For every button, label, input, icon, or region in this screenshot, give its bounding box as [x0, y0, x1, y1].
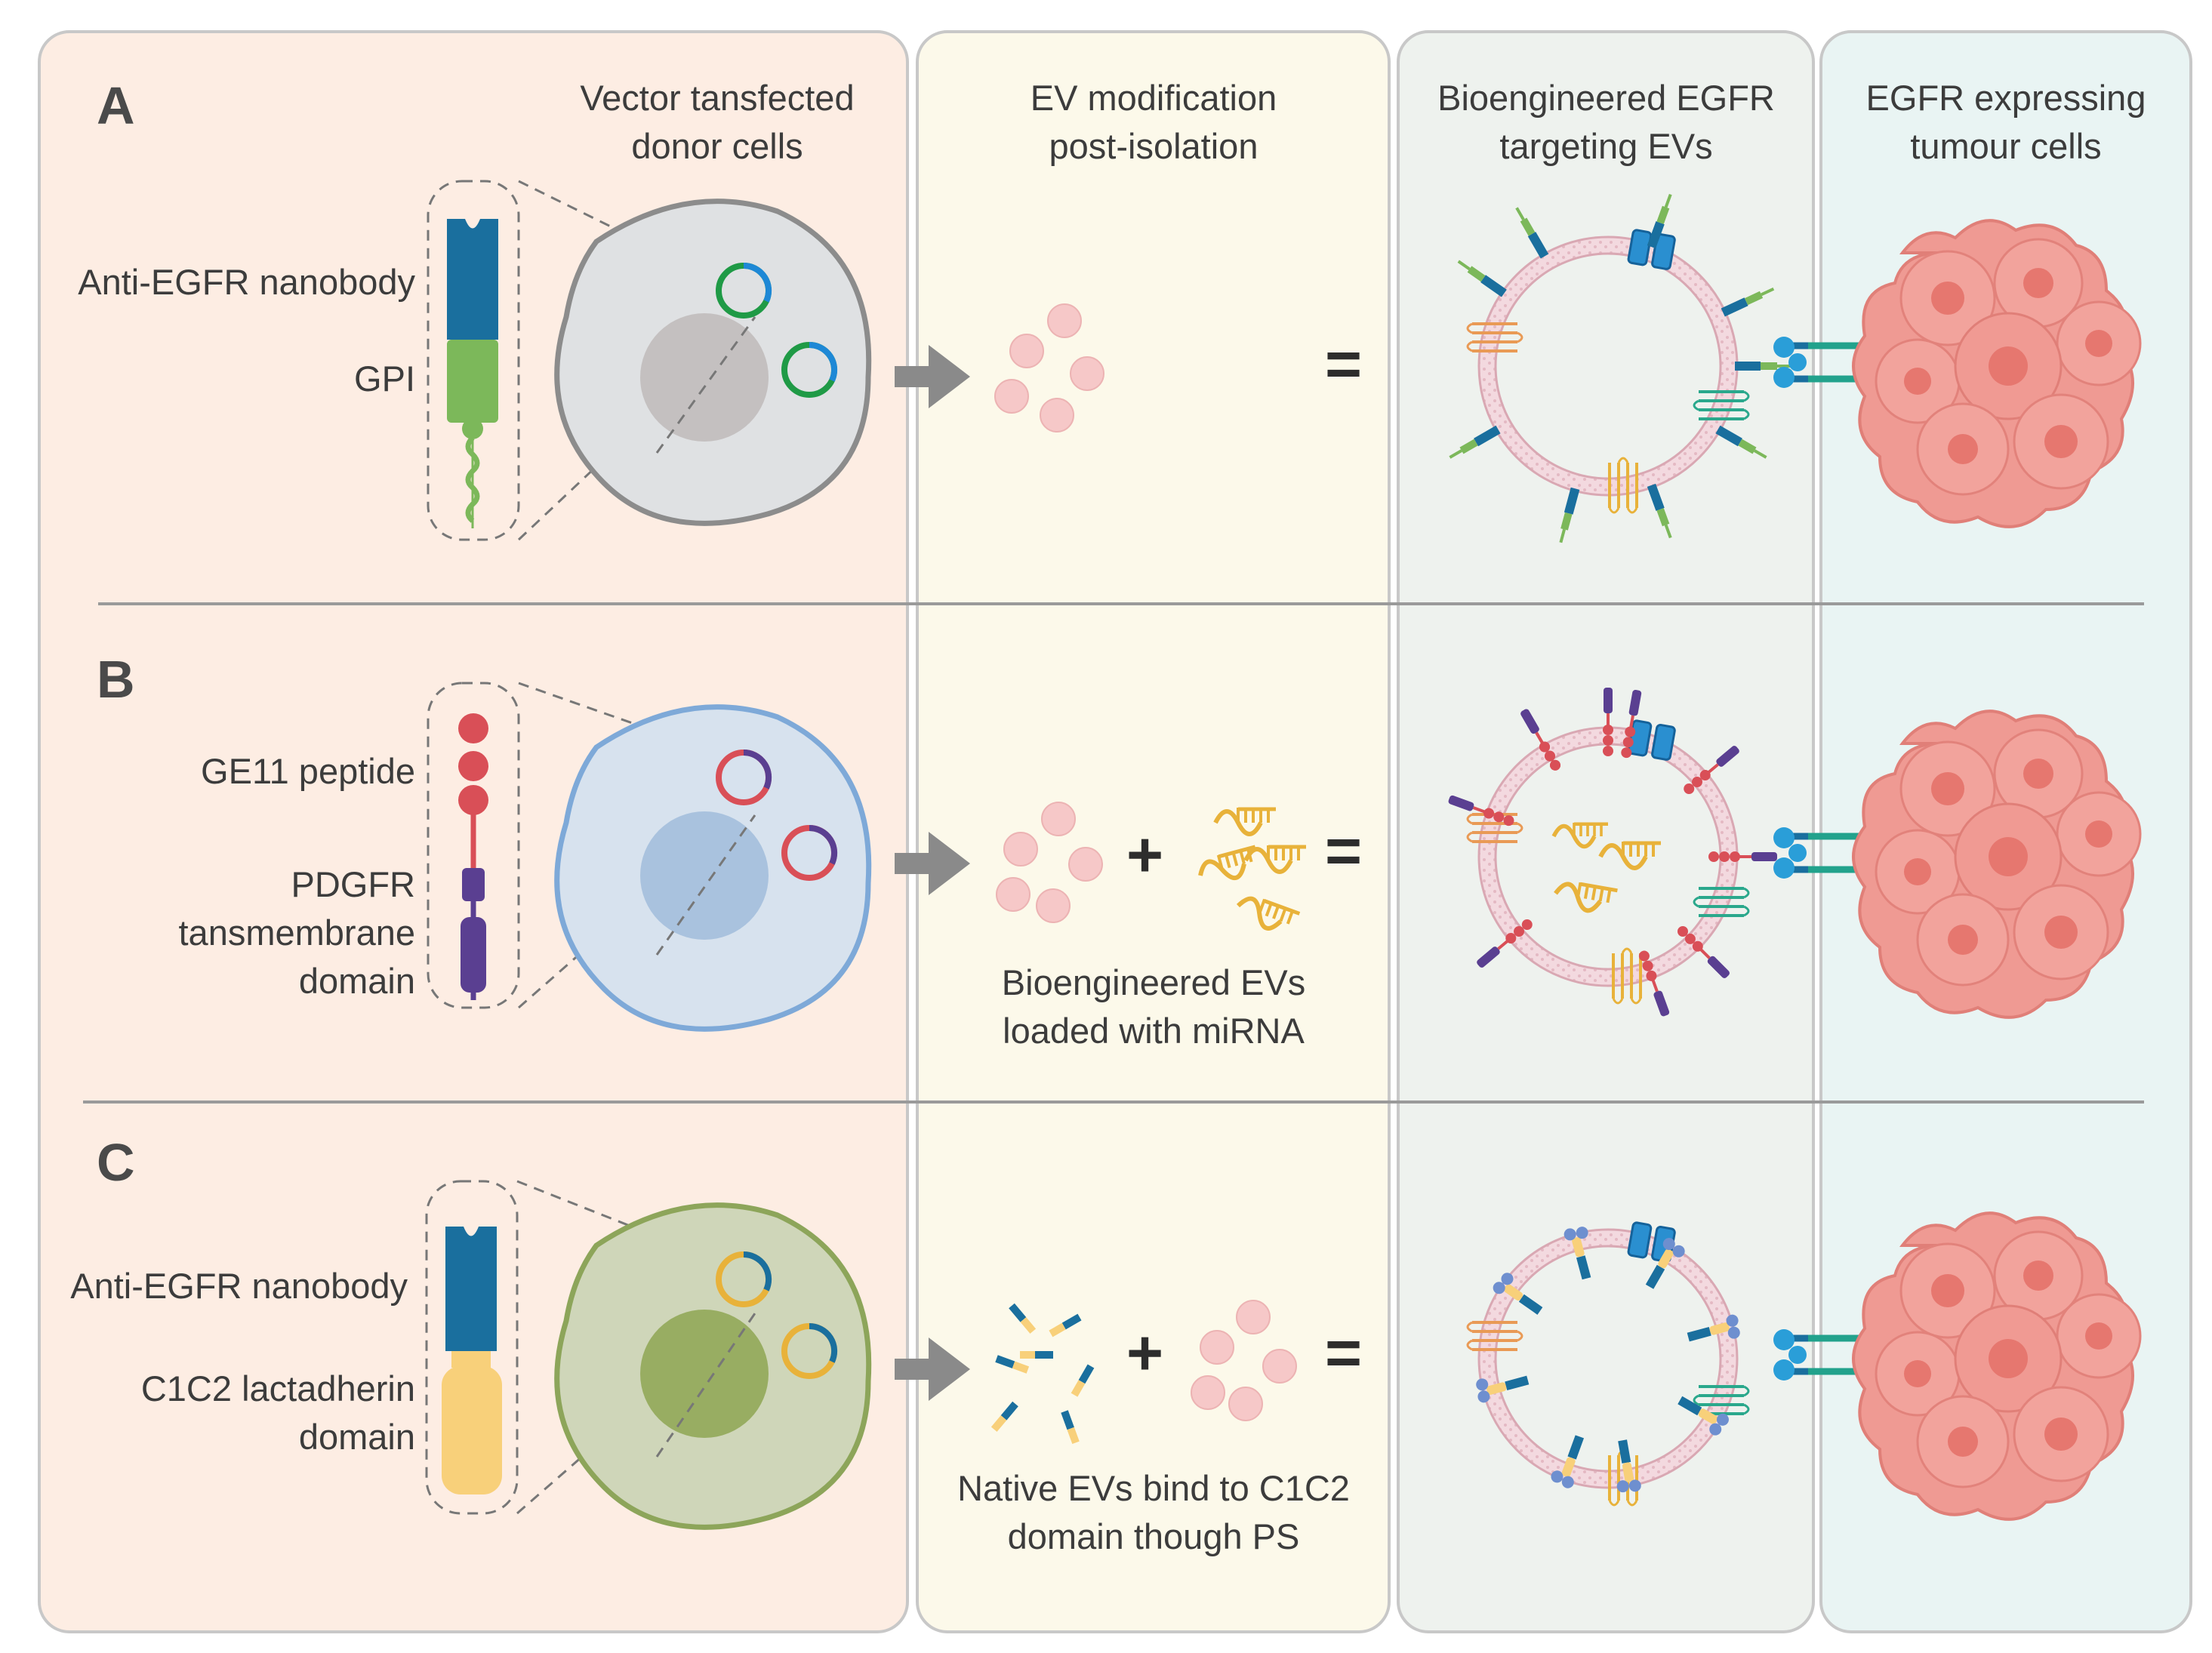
header-tumour-cells: EGFR expressing tumour cells: [1865, 78, 2146, 166]
equals-sign-b: =: [1325, 815, 1363, 886]
arrow-c: [895, 1337, 970, 1401]
caption-mirna-loaded: Bioengineered EVs loaded with miRNA: [1001, 962, 1306, 1051]
free-fusion-proteins: [990, 1303, 1095, 1445]
caption-native-evs-bind: Native EVs bind to C1C2 domain though PS: [957, 1468, 1350, 1556]
native-evs-c: [1191, 1300, 1297, 1421]
equals-sign-a: =: [1325, 328, 1363, 399]
arrow-b: [895, 832, 970, 895]
panel-targeting-evs: [1397, 30, 1815, 1633]
panel-ev-modification: [916, 30, 1391, 1633]
header-targeting-evs: Bioengineered EGFR targeting EVs: [1437, 78, 1775, 166]
donor-cell-b: [554, 704, 872, 1032]
row-letter-a: A: [97, 76, 135, 135]
label-pdgfr-domain: PDGFR tansmembrane domain: [178, 864, 416, 1001]
donor-cell-a: [554, 199, 872, 526]
label-c1c2-lactadherin: C1C2 lactadherin domain: [140, 1368, 415, 1457]
label-gpi: GPI: [354, 359, 415, 399]
engineered-ev-c: [1466, 1221, 1750, 1507]
arrow-a: [895, 345, 970, 408]
native-evs-a: [994, 303, 1104, 432]
construct-gpi-nanobody: [427, 180, 520, 541]
label-anti-egfr-nanobody-a: Anti-EGFR nanobody: [78, 262, 415, 302]
construct-c1c2-nanobody: [425, 1180, 519, 1515]
header-ev-modification: EV modification post-isolation: [1030, 78, 1277, 166]
plus-sign-c: +: [1126, 1317, 1164, 1388]
construct-ge11-pdgfr: [427, 682, 520, 1009]
row-letter-c: C: [97, 1133, 135, 1192]
donor-cell-c: [554, 1202, 872, 1530]
label-ge11-peptide: GE11 peptide: [201, 751, 415, 791]
row-letter-b: B: [97, 650, 135, 709]
equals-sign-c: =: [1325, 1317, 1363, 1388]
plus-sign-b: +: [1126, 819, 1164, 890]
engineered-ev-a: [1446, 191, 1792, 546]
label-anti-egfr-nanobody-c: Anti-EGFR nanobody: [70, 1266, 408, 1306]
native-evs-b: [996, 802, 1103, 923]
header-donor-cells: Vector tansfected donor cells: [580, 78, 855, 166]
engineered-ev-b: [1446, 686, 1779, 1019]
